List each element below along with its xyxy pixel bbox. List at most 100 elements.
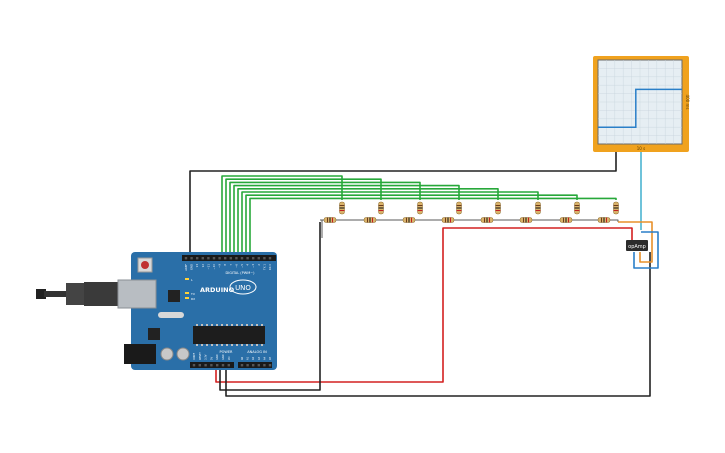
analog-pin-hole[interactable] [240, 364, 244, 367]
power-pin-label: RESET [199, 352, 202, 360]
resistor-horizontal-1[interactable] [363, 217, 377, 223]
digital-pin-hole[interactable] [201, 257, 204, 260]
digital-pin-label: ~3 [251, 264, 255, 268]
chip-pin [221, 324, 223, 326]
scope-trace [598, 88, 682, 128]
digital-pin-label: 4 [246, 264, 250, 266]
oscilloscope[interactable]: 400 ms 10 s [593, 56, 690, 152]
digital-pin-hole[interactable] [235, 257, 238, 260]
resistor-horizontal-7[interactable] [597, 217, 611, 223]
power-label: POWER [220, 350, 234, 354]
resistor-vertical-3[interactable] [456, 201, 462, 215]
opamp-feedback-wire[interactable] [633, 231, 659, 269]
digital-pin-hole[interactable] [229, 257, 232, 260]
analog-pin-label: A2 [252, 356, 255, 360]
digital-wire-7[interactable] [249, 197, 617, 256]
digital-pin-label: AREF [184, 264, 188, 271]
chip-pin [211, 324, 213, 326]
power-pin-hole[interactable] [216, 364, 219, 367]
uno-logo-text: UNO [235, 284, 251, 292]
digital-pin-label: ~5 [240, 264, 244, 268]
power-pin-hole[interactable] [192, 364, 196, 367]
status-leds: L TX RX [185, 278, 195, 301]
usb-plug-housing [84, 282, 118, 306]
digital-pin-hole[interactable] [263, 257, 266, 260]
power-pin-hole[interactable] [227, 364, 230, 367]
chip-pin [256, 344, 258, 346]
analog-pin-hole[interactable] [252, 364, 255, 367]
opamp-chip[interactable]: opAmp [626, 240, 648, 251]
digital-pin-hole[interactable] [218, 257, 221, 260]
digital-pin-hole[interactable] [207, 257, 210, 260]
power-wire-5v[interactable] [215, 227, 633, 383]
power-pin-hole[interactable] [210, 364, 213, 367]
scope-time-label: 10 s [637, 146, 645, 151]
chip-pin [241, 344, 243, 346]
opamp-input-wire[interactable] [618, 221, 653, 263]
analog-pin-hole[interactable] [246, 364, 249, 367]
digital-pin-hole[interactable] [240, 257, 244, 260]
digital-pin-hole[interactable] [224, 257, 227, 260]
digital-pin-hole[interactable] [246, 257, 249, 260]
ground-wire-scope[interactable] [189, 158, 617, 256]
capacitor-2-icon [176, 347, 190, 361]
chip-pin [196, 344, 198, 346]
chip-pin [196, 324, 198, 326]
resistor-horizontal-3[interactable] [441, 217, 455, 223]
resistor-vertical-6[interactable] [574, 201, 580, 215]
power-pin-hole[interactable] [221, 364, 225, 367]
analog-label: ANALOG IN [247, 350, 267, 354]
resistor-horizontal-5[interactable] [519, 217, 533, 223]
analog-pin-label: A3 [258, 356, 261, 360]
power-pin-label: 3.3V [205, 354, 208, 360]
usb-chip-icon [168, 290, 180, 302]
digital-wire-6[interactable] [245, 194, 578, 256]
digital-pin-hole[interactable] [252, 257, 255, 260]
chip-pin [201, 344, 203, 346]
resistor-horizontal-4[interactable] [480, 217, 494, 223]
power-pin-hole[interactable] [204, 364, 207, 367]
digital-wire-5[interactable] [241, 191, 539, 256]
analog-pin-hole[interactable] [263, 364, 266, 367]
digital-pin-label: ~10 [212, 264, 216, 270]
ground-wire-ladder[interactable] [219, 222, 321, 391]
analog-pin-hole[interactable] [257, 364, 260, 367]
uno-logo-ring [229, 279, 257, 295]
reset-button-cap [141, 261, 149, 269]
digital-pin-hole[interactable] [257, 257, 260, 260]
crystal-icon [158, 312, 184, 318]
resistor-vertical-4[interactable] [495, 201, 501, 215]
usb-plug-grip [66, 283, 84, 305]
power-pin-hole[interactable] [198, 364, 201, 367]
resistor-vertical-5[interactable] [535, 201, 541, 215]
scope-voltage-label: 400 ms [685, 95, 690, 110]
chip-pin [246, 324, 248, 326]
chip-pin [221, 344, 223, 346]
digital-pin-hole[interactable] [196, 257, 199, 260]
digital-pin-hole[interactable] [190, 257, 193, 260]
digital-pin-hole[interactable] [184, 257, 188, 260]
resistor-horizontal-0[interactable] [323, 217, 337, 223]
resistor-vertical-1[interactable] [378, 201, 384, 215]
analog-pin-hole[interactable] [268, 364, 272, 367]
chip-pin [216, 344, 218, 346]
resistor-vertical-0[interactable] [339, 201, 345, 215]
resistor-horizontal-6[interactable] [559, 217, 573, 223]
chip-pin [236, 324, 238, 326]
resistor-vertical-7[interactable] [613, 201, 619, 215]
analog-pin-label: A5 [269, 356, 272, 360]
digital-pin-label: GND [190, 264, 194, 270]
digital-wire-3[interactable] [233, 184, 460, 256]
digital-pin-hole[interactable] [268, 257, 272, 260]
resistor-vertical-2[interactable] [417, 201, 423, 215]
digital-pin-hole[interactable] [212, 257, 216, 260]
resistor-horizontal-2[interactable] [402, 217, 416, 223]
digital-pin-label: 12 [201, 264, 205, 268]
chip-pins [196, 324, 263, 346]
ground-wire-opamp[interactable] [225, 252, 651, 397]
chip-pin [206, 344, 208, 346]
opamp-label: opAmp [628, 244, 646, 250]
